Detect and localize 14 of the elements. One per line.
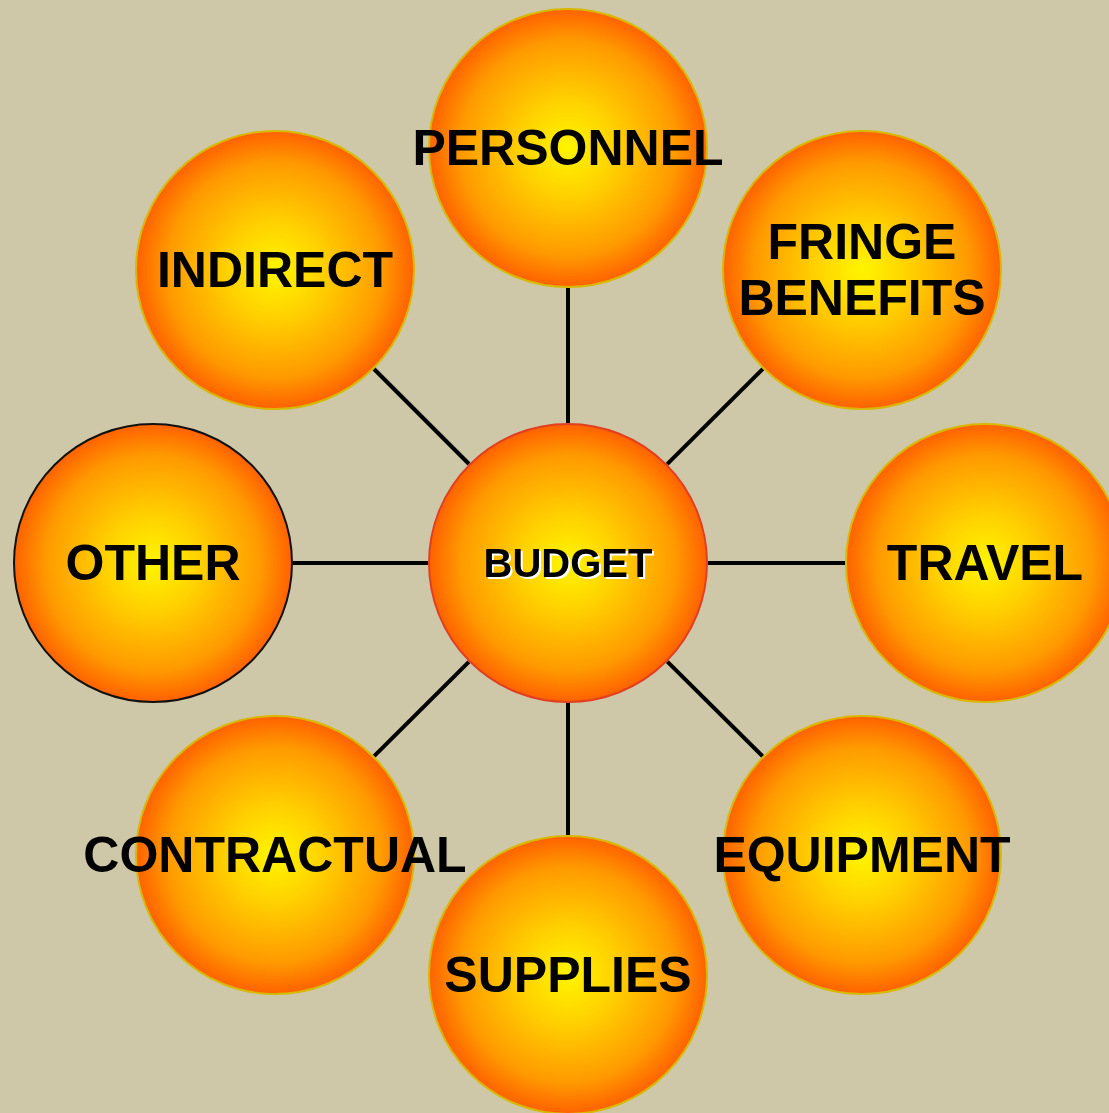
node-label: FRINGE BENEFITS — [737, 214, 987, 326]
connector-line — [372, 367, 471, 466]
connector-line — [566, 288, 570, 423]
connector-line — [566, 703, 570, 835]
node-label: BUDGET — [483, 540, 653, 586]
node-label: INDIRECT — [156, 242, 394, 298]
node-label: SUPPLIES — [444, 947, 692, 1003]
connector-line — [293, 561, 428, 565]
connector-line — [665, 660, 765, 758]
connector-line — [665, 367, 765, 466]
node-label: TRAVEL — [886, 535, 1084, 591]
connector-line — [708, 561, 845, 565]
connector-line — [372, 660, 471, 758]
node-label: OTHER — [65, 535, 241, 591]
